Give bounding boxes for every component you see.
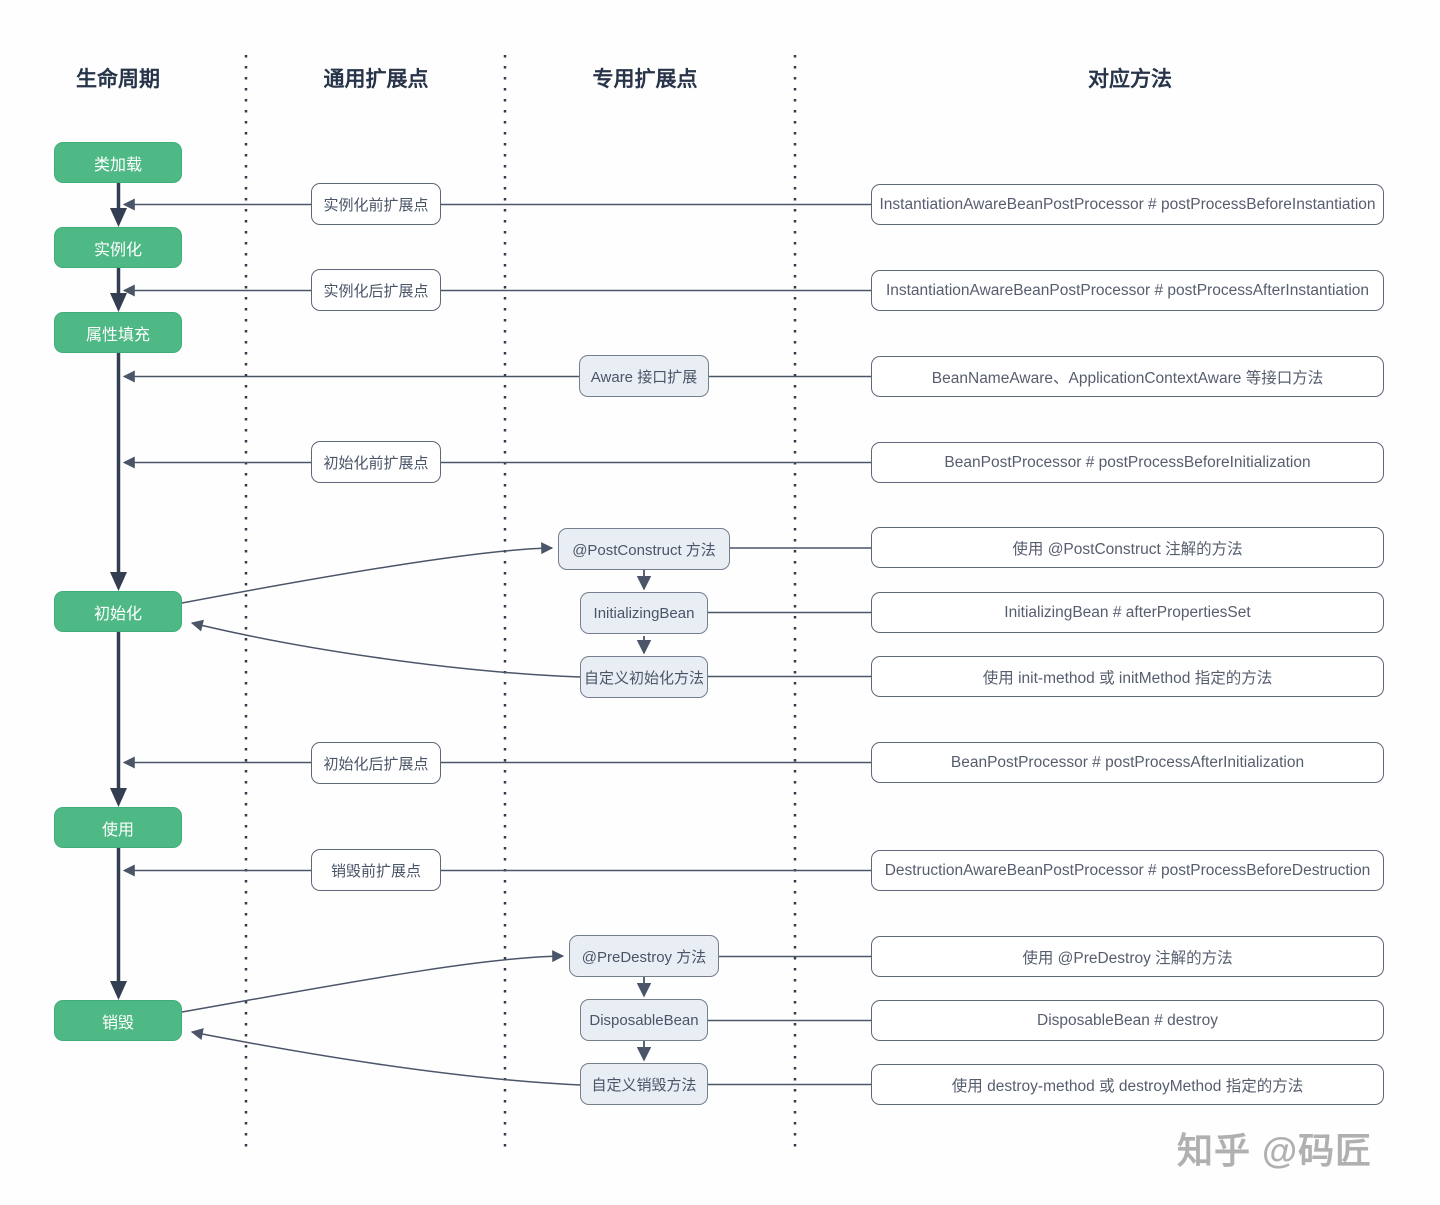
method-destroy-method-specified: 使用 destroy-method 或 destroyMethod 指定的方法: [871, 1064, 1384, 1105]
row-connectors: [122, 198, 871, 877]
dedicated-point-predestroy: @PreDestroy 方法: [569, 935, 719, 977]
lifeline-arrowheads: [110, 208, 127, 1000]
stage-initialization: 初始化: [54, 591, 182, 632]
method-init-method-specified: 使用 init-method 或 initMethod 指定的方法: [871, 656, 1384, 697]
method-postprocess-after-instantiation: InstantiationAwareBeanPostProcessor # po…: [871, 270, 1384, 311]
dedicated-point-initializingbean: InitializingBean: [580, 592, 708, 634]
method-postconstruct-annotated: 使用 @PostConstruct 注解的方法: [871, 527, 1384, 568]
dedicated-point-aware-interfaces: Aware 接口扩展: [579, 355, 709, 397]
stage-in-use: 使用: [54, 807, 182, 848]
method-predestroy-annotated: 使用 @PreDestroy 注解的方法: [871, 936, 1384, 977]
dedicated-point-custom-init-method: 自定义初始化方法: [580, 656, 708, 698]
header-dedicated-extension: 专用扩展点: [592, 68, 698, 91]
header-lifecycle: 生命周期: [76, 68, 160, 91]
dedicated-method-connectors: [708, 547, 871, 1086]
stage-property-population: 属性填充: [54, 312, 182, 353]
stage-instantiation: 实例化: [54, 227, 182, 268]
general-point-after-initialization: 初始化后扩展点: [311, 742, 441, 784]
general-point-before-initialization: 初始化前扩展点: [311, 441, 441, 483]
dedicated-point-custom-destroy-method: 自定义销毁方法: [580, 1063, 708, 1105]
method-postprocess-before-instantiation: InstantiationAwareBeanPostProcessor # po…: [871, 184, 1384, 225]
watermark: 知乎 @码匠: [1177, 1130, 1373, 1171]
stage-class-loading: 类加载: [54, 142, 182, 183]
method-disposablebean-destroy: DisposableBean # destroy: [871, 1000, 1384, 1041]
method-postprocess-before-initialization: BeanPostProcessor # postProcessBeforeIni…: [871, 442, 1384, 483]
curved-links: [181, 542, 581, 1086]
general-point-before-instantiation: 实例化前扩展点: [311, 183, 441, 225]
dedicated-point-disposablebean: DisposableBean: [580, 999, 708, 1041]
general-point-before-destruction: 销毁前扩展点: [311, 849, 441, 891]
method-postprocess-after-initialization: BeanPostProcessor # postProcessAfterInit…: [871, 742, 1384, 783]
general-point-after-instantiation: 实例化后扩展点: [311, 269, 441, 311]
stage-destruction: 销毁: [54, 1000, 182, 1041]
method-aware-interface-methods: BeanNameAware、ApplicationContextAware 等接…: [871, 356, 1384, 397]
method-postprocess-before-destruction: DestructionAwareBeanPostProcessor # post…: [871, 850, 1384, 891]
header-general-extension: 通用扩展点: [323, 68, 429, 91]
dedicated-point-postconstruct: @PostConstruct 方法: [558, 528, 730, 570]
header-methods: 对应方法: [1088, 68, 1172, 91]
method-afterpropertiesset: InitializingBean # afterPropertiesSet: [871, 592, 1384, 633]
